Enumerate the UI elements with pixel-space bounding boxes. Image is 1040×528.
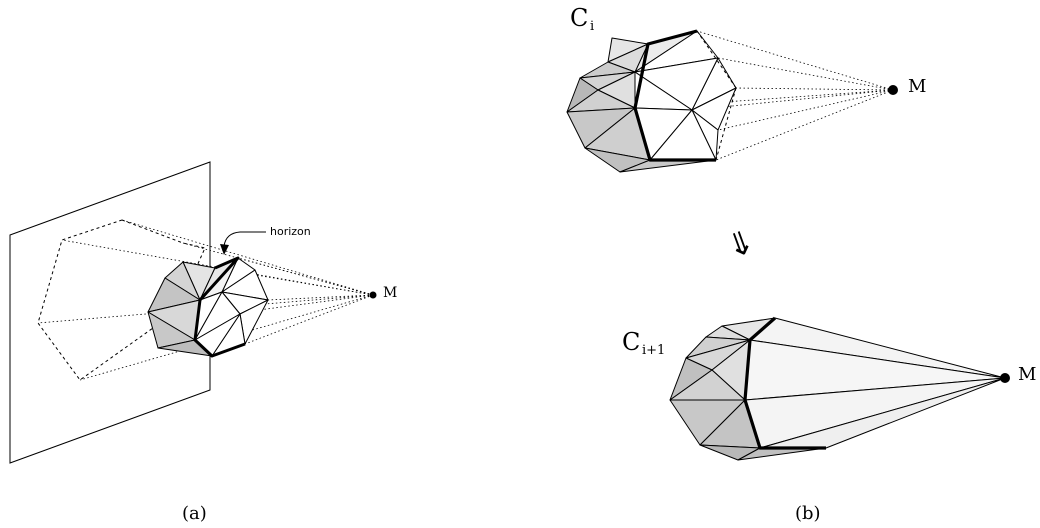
hull-bottom bbox=[669, 317, 1006, 461]
point-m-bottom bbox=[1000, 373, 1010, 383]
horizon-edge-bottom bbox=[743, 316, 826, 450]
panel-b-top bbox=[566, 29, 898, 173]
panel-b-bottom bbox=[669, 316, 1010, 461]
hull-ci-label: C bbox=[570, 4, 589, 32]
hull-a bbox=[147, 257, 269, 357]
point-m-label-bottom: M bbox=[1018, 364, 1037, 385]
point-m-label-a: M bbox=[383, 285, 398, 301]
caption-b: (b) bbox=[795, 503, 821, 524]
panel-a bbox=[9, 161, 377, 464]
horizon-arrowhead bbox=[220, 244, 229, 255]
horizon-edge-top bbox=[633, 29, 716, 162]
hull-top bbox=[566, 30, 737, 173]
point-m-top bbox=[888, 85, 898, 95]
hull-ci-subscript: i bbox=[590, 19, 595, 34]
point-m-label-top: M bbox=[908, 76, 927, 97]
hidden-edges-top bbox=[696, 30, 737, 161]
caption-a: (a) bbox=[182, 503, 207, 524]
projection-plane bbox=[9, 161, 211, 464]
point-m-a bbox=[369, 291, 377, 299]
hull-ci1-subscript: i+1 bbox=[642, 343, 666, 358]
horizon-edge-a bbox=[193, 256, 246, 358]
horizon-pointer bbox=[223, 231, 266, 247]
hull-ci1-label: C bbox=[622, 328, 641, 356]
horizon-label: horizon bbox=[270, 225, 311, 238]
